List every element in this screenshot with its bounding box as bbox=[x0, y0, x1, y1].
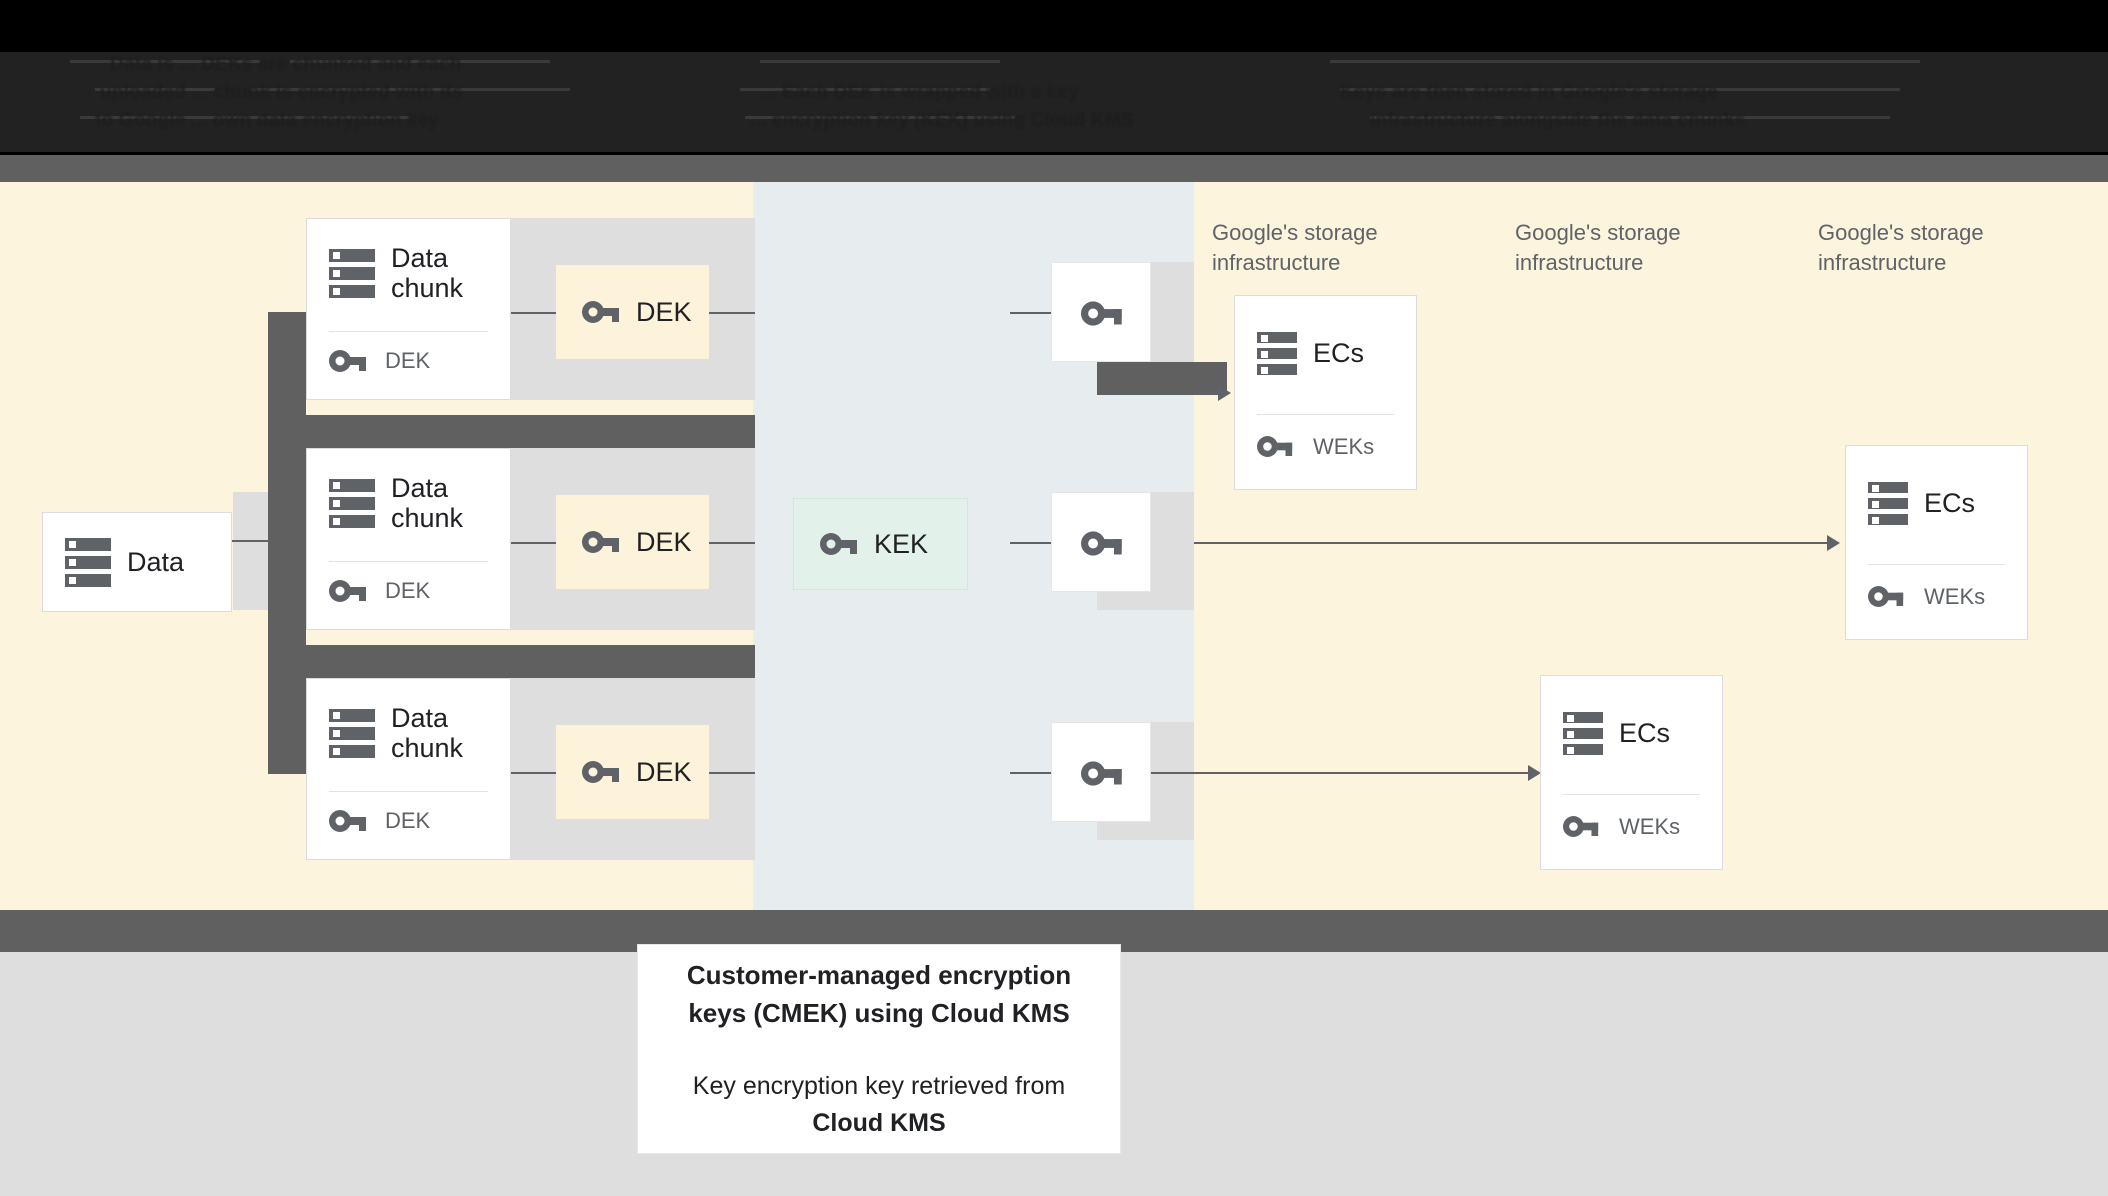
key-icon bbox=[1257, 434, 1297, 460]
chunk-bracket-spine bbox=[268, 312, 306, 774]
server-icon bbox=[1868, 481, 1908, 525]
storage-card-3[interactable]: ECs WEKs bbox=[1845, 445, 2028, 640]
data-chunk-key-label: DEK bbox=[385, 807, 431, 833]
dek-label: DEK bbox=[636, 296, 692, 327]
data-chunk-title: Data chunk bbox=[391, 472, 464, 533]
data-chunk-title: Data chunk bbox=[391, 702, 464, 763]
header-line-5: ... encryption key (KEK) using Cloud KMS bbox=[750, 110, 1134, 131]
header-obscured-text-band: Data is ... DEKs are chunked and each up… bbox=[0, 52, 2108, 152]
kek-box[interactable]: KEK bbox=[793, 498, 968, 590]
chunk-bracket-arm-2 bbox=[268, 645, 755, 678]
server-icon bbox=[1257, 331, 1297, 375]
card-divider bbox=[1257, 414, 1394, 415]
header-line-4: ... Each DEK is wrapped with a key bbox=[760, 82, 1080, 103]
key-icon bbox=[1868, 584, 1908, 610]
key-icon bbox=[1563, 814, 1603, 840]
source-data-card[interactable]: Data bbox=[42, 512, 232, 612]
header-divider-band bbox=[0, 155, 2108, 182]
caption-subtitle-strong: Cloud KMS bbox=[812, 1108, 946, 1137]
dek-box-3[interactable]: DEK bbox=[556, 725, 709, 819]
data-chunk-card-1[interactable]: Data chunk DEK bbox=[306, 218, 511, 400]
data-chunk-card-2[interactable]: Data chunk DEK bbox=[306, 448, 511, 630]
caption-subtitle-prefix: Key encryption key retrieved from bbox=[692, 1072, 1066, 1101]
data-chunk-card-3[interactable]: Data chunk DEK bbox=[306, 678, 511, 860]
key-icon bbox=[329, 808, 369, 834]
source-data-label: Data bbox=[127, 546, 185, 577]
key-icon bbox=[582, 299, 622, 325]
data-chunk-title: Data chunk bbox=[391, 242, 464, 303]
card-divider bbox=[329, 791, 488, 792]
storage-card-1[interactable]: ECs WEKs bbox=[1234, 295, 1417, 490]
connector-dek3-kms bbox=[709, 772, 755, 774]
storage-card-title: ECs bbox=[1924, 487, 1976, 518]
dek-label: DEK bbox=[636, 526, 692, 557]
connector-kms-wek3 bbox=[1010, 772, 1054, 774]
server-icon bbox=[329, 708, 375, 758]
ec-connector-stub bbox=[1097, 362, 1227, 395]
dek-box-2[interactable]: DEK bbox=[556, 495, 709, 589]
storage-card-key-label: WEKs bbox=[1313, 433, 1375, 459]
header-line-6: Keys are then stored in Google's storage bbox=[1340, 82, 1718, 103]
storage-card-2[interactable]: ECs WEKs bbox=[1540, 675, 1723, 870]
key-icon bbox=[1081, 299, 1122, 326]
wrapped-key-box-3[interactable] bbox=[1051, 722, 1151, 822]
connector-dek1-kms bbox=[709, 312, 755, 314]
connector-dek2-kms bbox=[709, 542, 755, 544]
server-icon bbox=[65, 537, 111, 587]
header-line-1: Data is ... DEKs are chunked and each bbox=[110, 54, 462, 75]
infra-label-2: Google's storage infrastructure bbox=[1515, 220, 1681, 275]
key-icon bbox=[582, 529, 622, 555]
server-icon bbox=[1563, 711, 1603, 755]
header-line-3: to Google ... own data encryption key bbox=[95, 110, 440, 131]
connector-chunk2-dek2 bbox=[511, 542, 556, 544]
header-line-7: infrastructure alongside the data chunks bbox=[1370, 110, 1746, 131]
storage-card-title: ECs bbox=[1313, 337, 1365, 368]
wrapped-key-box-2[interactable] bbox=[1051, 492, 1151, 592]
caption-subtitle: Key encryption key retrieved from Cloud … bbox=[664, 1068, 1094, 1141]
wrapped-key-box-1[interactable] bbox=[1051, 262, 1151, 362]
card-divider bbox=[329, 331, 488, 332]
key-icon bbox=[1081, 529, 1122, 556]
key-icon bbox=[329, 578, 369, 604]
caption-box: Customer-managed encryption keys (CMEK) … bbox=[637, 944, 1121, 1154]
connector-chunk1-dek1 bbox=[511, 312, 556, 314]
card-divider bbox=[329, 561, 488, 562]
key-icon bbox=[1081, 759, 1122, 786]
data-chunk-key-label: DEK bbox=[385, 347, 431, 373]
data-chunk-key-label: DEK bbox=[385, 577, 431, 603]
dek-label: DEK bbox=[636, 756, 692, 787]
caption-title: Customer-managed encryption keys (CMEK) … bbox=[686, 960, 1072, 1028]
connector-kms-wek1 bbox=[1010, 312, 1054, 314]
server-icon bbox=[329, 248, 375, 298]
chunk-bracket-arm-1 bbox=[268, 415, 755, 448]
connector-source-to-bracket bbox=[232, 540, 272, 542]
card-divider bbox=[1868, 564, 2005, 565]
kek-label: KEK bbox=[874, 528, 929, 559]
storage-card-title: ECs bbox=[1619, 717, 1671, 748]
infra-label-3: Google's storage infrastructure bbox=[1818, 220, 1984, 275]
server-icon bbox=[329, 478, 375, 528]
header-line-2: uploaded ... chunk is encrypted with its bbox=[100, 82, 463, 103]
connector-chunk3-dek3 bbox=[511, 772, 556, 774]
dek-box-1[interactable]: DEK bbox=[556, 265, 709, 359]
infra-label-1: Google's storage infrastructure bbox=[1212, 220, 1378, 275]
storage-card-key-label: WEKs bbox=[1619, 813, 1681, 839]
connector-kms-wek2 bbox=[1010, 542, 1054, 544]
key-icon bbox=[329, 348, 369, 374]
storage-card-key-label: WEKs bbox=[1924, 583, 1986, 609]
key-icon bbox=[582, 759, 622, 785]
card-divider bbox=[1563, 794, 1700, 795]
key-icon bbox=[820, 531, 860, 557]
